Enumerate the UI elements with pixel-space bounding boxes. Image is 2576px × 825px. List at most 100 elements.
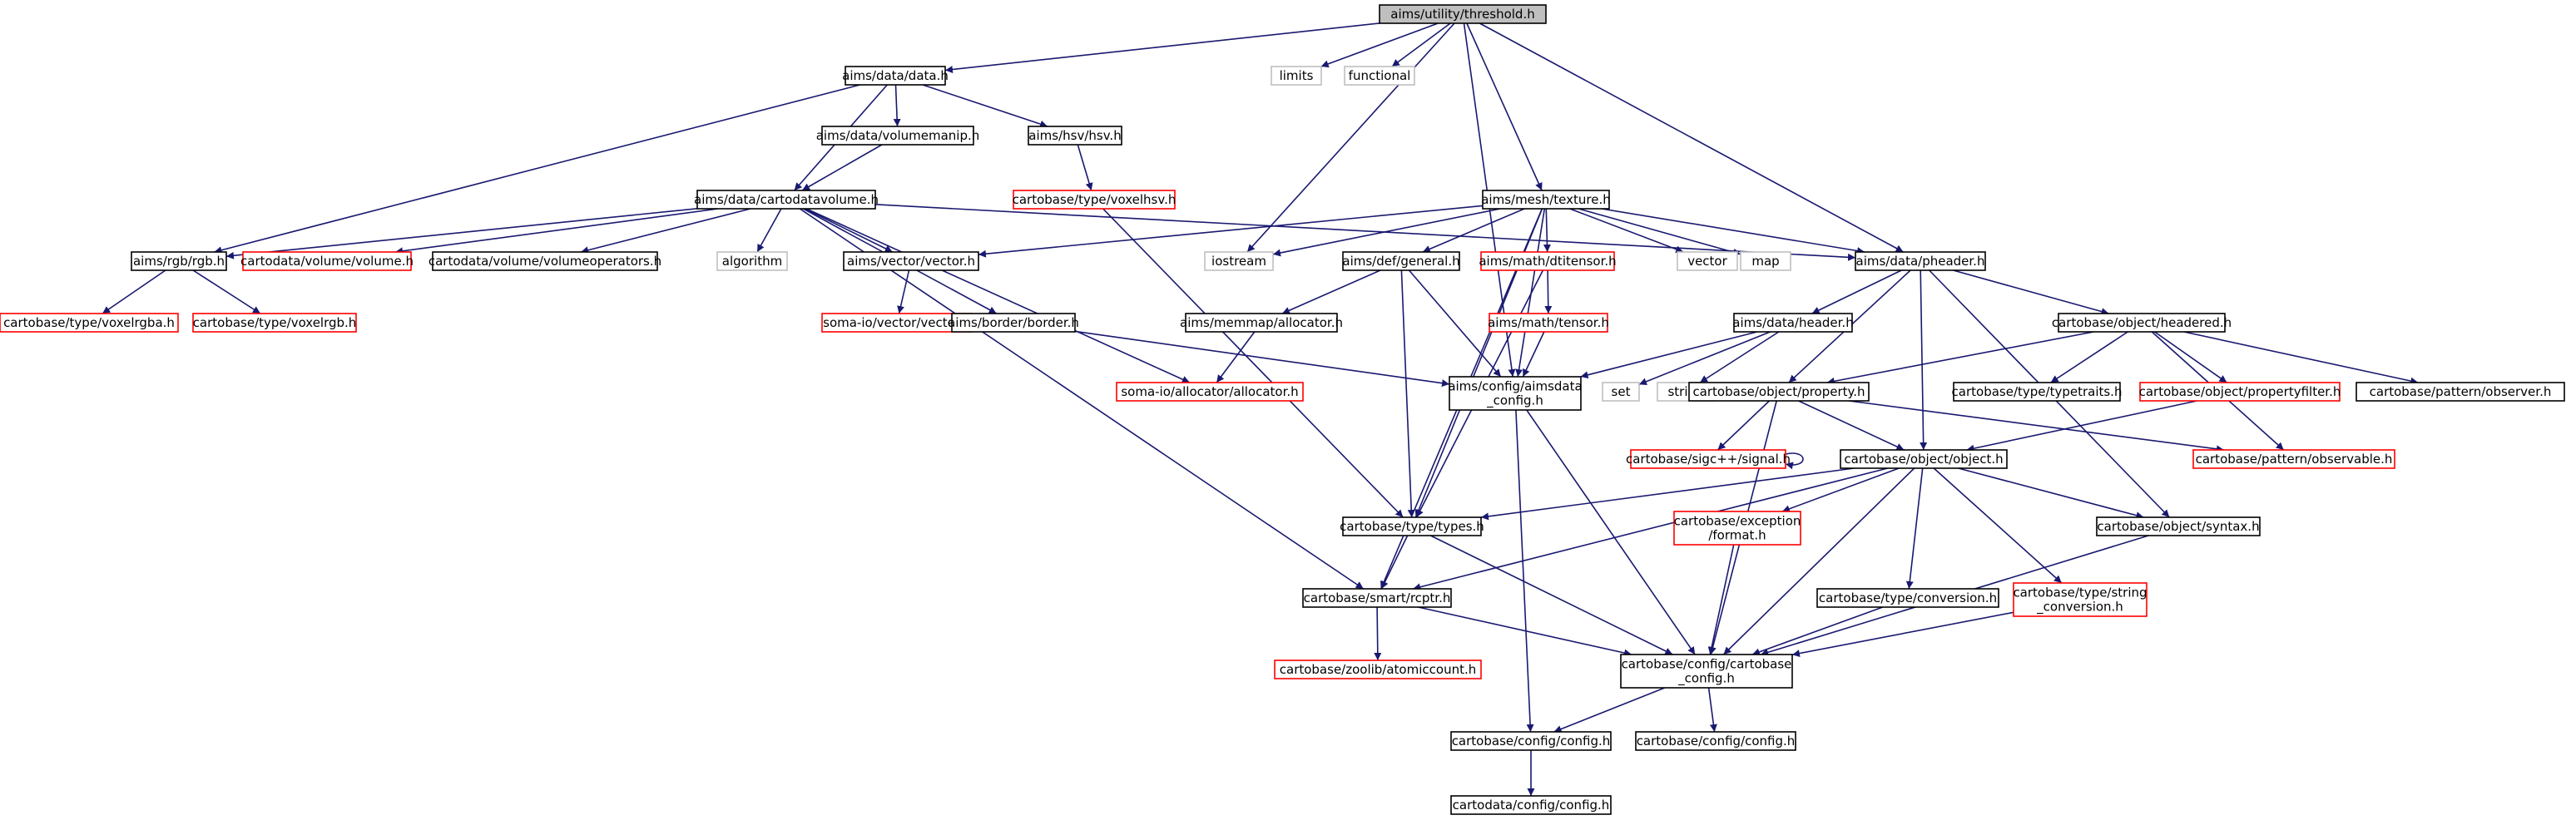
node-voxelrgb[interactable]: cartobase/type/voxelrgb.h [192,313,357,333]
edge-texture-to-dtitensor [1543,208,1551,253]
node-functional: functional [1344,66,1415,86]
edge-headered-to-typetraits [2050,331,2128,383]
node-label: aims/vector/vector.h [847,254,975,269]
node-box [1274,660,1482,679]
node-box [2096,516,2261,536]
edge-types-to-cartobaseconfig [1430,535,1673,655]
node-box [1480,251,1615,271]
edge-threshold-to-iostream [1246,22,1455,253]
node-box [1342,516,1482,536]
node-box [1302,588,1452,608]
node-typetraits[interactable]: cartobase/type/typetraits.h [1952,382,2123,402]
edge-object-to-syntax [1958,467,2144,520]
node-cartobaseconfig[interactable]: cartobase/config/cartobase_config.h [1620,654,1793,689]
node-box [1630,449,1786,469]
edge-pheader-to-header_h [1811,269,1902,314]
node-types[interactable]: cartobase/type/types.h [1340,516,1484,536]
node-tensor[interactable]: aims/math/tensor.h [1488,313,1609,333]
node-headered[interactable]: cartobase/object/headered.h [2052,313,2232,333]
node-box [1677,251,1738,271]
node-vector_h[interactable]: aims/vector/vector.h [843,251,979,271]
node-box [2013,582,2147,617]
edge-headered-to-propertyfilter [2154,331,2227,383]
node-box [2058,313,2226,333]
edge-texture-to-types [1414,208,1543,518]
node-propertyfilter[interactable]: cartobase/object/propertyfilter.h [2139,382,2341,402]
node-box [845,66,946,86]
edge-data_h-to-hsv [922,84,1048,128]
edge-headered-to-property [1826,331,2094,385]
edge-cartodatavolume-to-cvolume [394,208,719,255]
node-threshold[interactable]: aims/utility/threshold.h [1379,4,1547,24]
edge-cartodatavolume-to-algorithm [756,208,782,253]
node-excformat[interactable]: cartobase/exception/format.h [1673,511,1801,546]
node-label: /format.h [1708,528,1766,543]
node-property[interactable]: cartobase/object/property.h [1688,382,1870,402]
node-label: functional [1349,68,1411,83]
node-syntax[interactable]: cartobase/object/syntax.h [2096,516,2261,536]
node-observable[interactable]: cartobase/pattern/observable.h [2192,449,2395,469]
node-atomiccount[interactable]: cartobase/zoolib/atomiccount.h [1274,660,1482,679]
edge-object-to-conversion [1905,467,1924,590]
node-set: set [1602,382,1640,402]
node-general[interactable]: aims/def/general.h [1342,251,1460,271]
node-signal[interactable]: cartobase/sigc++/signal.h [1626,449,1791,469]
node-texture[interactable]: aims/mesh/texture.h [1481,190,1611,210]
node-volumemanip[interactable]: aims/data/volumemanip.h [816,126,980,146]
node-aimsdataconfig[interactable]: aims/config/aimsdata_config.h [1448,376,1583,411]
node-rcptr[interactable]: cartobase/smart/rcptr.h [1302,588,1452,608]
node-map: map [1740,251,1791,271]
node-label: aims/data/volumemanip.h [816,128,980,143]
node-label: cartodata/volume/volumeoperators.h [429,254,661,269]
node-label: cartobase/type/voxelrgb.h [193,315,357,330]
edge-propertyfilter-to-object [1966,400,2197,452]
node-box [242,251,412,271]
node-object[interactable]: cartobase/object/object.h [1840,449,2008,469]
node-voxelrgba[interactable]: cartobase/type/voxelrgba.h [0,313,179,333]
node-memmapalloc[interactable]: aims/memmap/allocator.h [1180,313,1343,333]
node-box [1482,190,1610,210]
node-box [951,313,1076,333]
node-conversion[interactable]: cartobase/type/conversion.h [1816,588,1999,608]
node-cartodatavolume[interactable]: aims/data/cartodatavolume.h [694,190,879,210]
edge-object-to-rcptr [1413,467,1888,591]
node-label: cartobase/zoolib/atomiccount.h [1280,662,1476,677]
node-pheader[interactable]: aims/data/pheader.h [1855,251,1986,271]
node-cdconfig[interactable]: cartodata/config/config.h [1450,795,1612,815]
node-dtitensor[interactable]: aims/math/dtitensor.h [1479,251,1617,271]
node-box [432,251,658,271]
node-rgb[interactable]: aims/rgb/rgb.h [131,251,227,271]
node-box [1116,382,1304,402]
edge-conversion-to-cartobaseconfig [1751,606,1884,656]
node-box [1688,382,1870,402]
node-strconv[interactable]: cartobase/type/string_conversion.h [2013,582,2147,617]
node-label: map [1751,254,1779,269]
node-box [843,251,979,271]
node-border[interactable]: aims/border/border.h [948,313,1079,333]
edge-rgb-to-voxelrgb [192,269,261,314]
node-cvolume[interactable]: cartodata/volume/volume.h [240,251,414,271]
edge-header_h-to-set [1638,331,1771,386]
node-label: _conversion.h [2036,600,2123,615]
edge-pheader-to-object [1920,269,1928,451]
node-header_h[interactable]: aims/data/header.h [1732,313,1854,333]
node-box [1489,313,1608,333]
node-configB[interactable]: cartobase/config/config.h [1635,731,1796,751]
node-label: aims/data/header.h [1732,315,1853,330]
node-vector: vector [1677,251,1738,271]
node-somaalloc[interactable]: soma-io/allocator/allocator.h [1116,382,1304,402]
node-volumeops[interactable]: cartodata/volume/volumeoperators.h [429,251,661,271]
node-label: cartobase/config/config.h [1637,734,1796,748]
node-label: cartobase/object/headered.h [2052,315,2232,330]
node-somavector[interactable]: soma-io/vector/vector.h [821,313,973,333]
node-data_h[interactable]: aims/data/data.h [842,66,949,86]
node-voxelhsv[interactable]: cartobase/type/voxelhsv.h [1013,190,1177,210]
node-box [1013,190,1176,210]
node-hsv[interactable]: aims/hsv/hsv.h [1028,126,1122,146]
node-label: cartobase/type/voxelrgba.h [3,315,175,330]
node-configA[interactable]: cartobase/config/config.h [1450,731,1612,751]
node-label: soma-io/allocator/allocator.h [1121,384,1298,399]
node-observer[interactable]: cartobase/pattern/observer.h [2356,382,2565,402]
edge-tensor-to-aimsdataconfig [1522,331,1545,378]
